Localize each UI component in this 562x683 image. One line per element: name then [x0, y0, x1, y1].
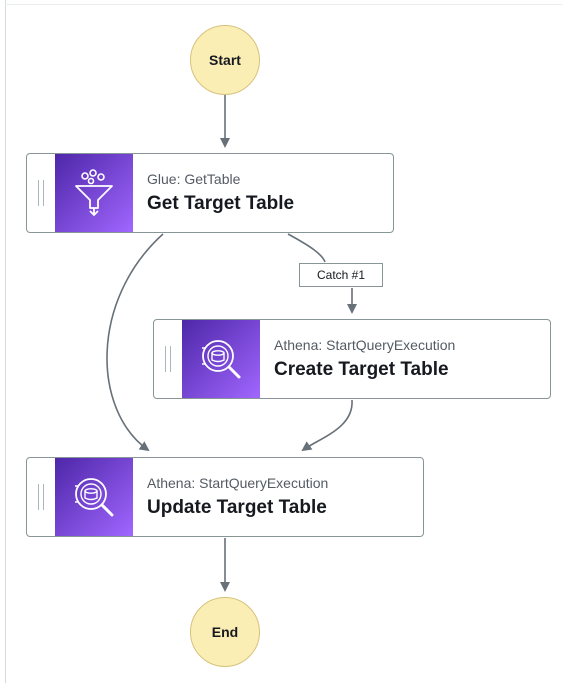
- state-text: Athena: StartQueryExecution Update Targe…: [133, 458, 328, 536]
- grip-icon: [165, 346, 171, 372]
- state-type-label: Glue: GetTable: [147, 171, 241, 187]
- state-text: Glue: GetTable Get Target Table: [133, 154, 294, 232]
- drag-handle[interactable]: [154, 320, 182, 398]
- grip-icon: [38, 484, 44, 510]
- drag-handle[interactable]: [27, 458, 55, 536]
- edge-get-target-table-to-catch: [287, 233, 326, 263]
- athena-icon: [202, 340, 241, 379]
- state-update-target-table[interactable]: Athena: StartQueryExecution Update Targe…: [26, 457, 424, 537]
- drag-handle[interactable]: [27, 154, 55, 232]
- state-get-target-table[interactable]: Glue: GetTable Get Target Table: [26, 153, 394, 233]
- state-name-label: Update Target Table: [147, 497, 327, 518]
- state-text: Athena: StartQueryExecution Create Targe…: [260, 320, 455, 398]
- canvas-border-top: [5, 4, 562, 5]
- start-label: Start: [209, 52, 241, 68]
- athena-icon: [75, 478, 114, 517]
- state-icon-box: [55, 458, 133, 536]
- state-icon-box: [182, 320, 260, 398]
- state-type-label: Athena: StartQueryExecution: [274, 337, 456, 353]
- state-create-target-table[interactable]: Athena: StartQueryExecution Create Targe…: [153, 319, 551, 399]
- end-label: End: [211, 624, 239, 640]
- edge-get-target-table-to-update-target-table: [106, 233, 164, 452]
- state-type-label: Athena: StartQueryExecution: [147, 475, 329, 491]
- catch-label-text: Catch #1: [316, 268, 366, 282]
- state-name-label: Create Target Table: [274, 359, 449, 380]
- start-node[interactable]: Start: [190, 25, 260, 95]
- grip-icon: [38, 180, 44, 206]
- state-name-label: Get Target Table: [147, 193, 295, 214]
- state-icon-box: [55, 154, 133, 232]
- funnel-icon: [75, 169, 113, 217]
- catch-edge-label[interactable]: Catch #1: [299, 263, 383, 287]
- canvas-border-left: [5, 0, 6, 683]
- end-node[interactable]: End: [190, 597, 260, 667]
- edge-create-target-table-to-update-target-table: [301, 399, 353, 452]
